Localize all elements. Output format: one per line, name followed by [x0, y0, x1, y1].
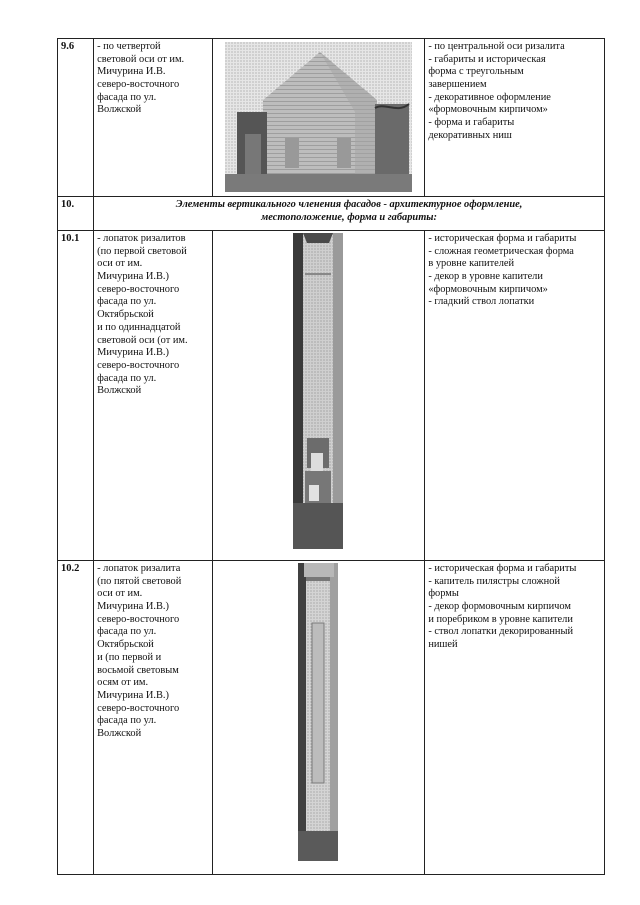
row-protection-subject: - по центральной оси ризалита - габариты… — [424, 38, 605, 197]
row-protection-subject: - историческая форма и габариты - капите… — [424, 560, 605, 875]
row-location-description: - лопаток ризалитов (по первой световой … — [93, 230, 213, 561]
photo-gable-pediment — [224, 42, 412, 192]
row-number: 10.2 — [56, 560, 95, 875]
section-heading-row: 10. Элементы вертикального членения фаса… — [56, 196, 605, 231]
photo-pilaster-niche — [298, 563, 339, 861]
row-location-description: - по четвертой световой оси от им. Мичур… — [93, 38, 213, 197]
section-number: 10. — [56, 196, 95, 231]
row-photo-cell — [211, 560, 426, 875]
table-row: 9.6 - по четвертой световой оси от им. М… — [56, 38, 605, 197]
row-number: 10.1 — [56, 230, 95, 561]
row-location-description: - лопаток ризалита (по пятой световой ос… — [93, 560, 213, 875]
row-photo-cell — [211, 38, 426, 197]
row-number: 9.6 — [56, 38, 95, 197]
table-row: 10.2 - лопаток ризалита (по пятой светов… — [56, 560, 605, 875]
section-heading: Элементы вертикального членения фасадов … — [93, 196, 605, 231]
row-photo-cell — [211, 230, 426, 561]
row-protection-subject: - историческая форма и габариты - сложна… — [424, 230, 605, 561]
photo-pilaster-plain — [293, 233, 344, 549]
protected-elements-table: 9.6 - по четвертой световой оси от им. М… — [56, 38, 605, 875]
table-row: 10.1 - лопаток ризалитов (по первой свет… — [56, 230, 605, 561]
